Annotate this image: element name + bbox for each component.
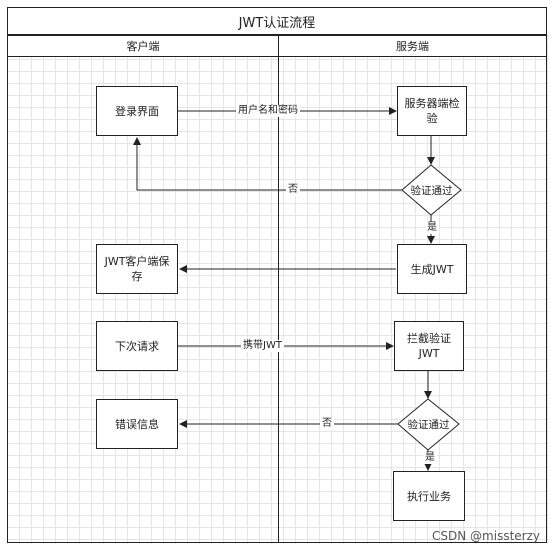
edge-label-yes1: 是: [425, 222, 439, 234]
node-intercept: 拦截验证JWT: [394, 321, 464, 371]
diagram-title: JWT认证流程: [7, 7, 547, 35]
diamond-verify1-shape: [401, 164, 462, 216]
watermark: CSDN @missterzy: [432, 529, 540, 543]
lane-divider: [278, 57, 279, 543]
edge-label-yes2: 是: [423, 452, 437, 464]
diamond-verify2-shape: [397, 398, 460, 451]
node-login: 登录界面: [96, 86, 178, 136]
node-verify1: 验证通过: [410, 185, 453, 197]
node-client-save: JWT客户端保存: [96, 244, 178, 294]
node-verify2: 验证通过: [407, 419, 450, 431]
edge-label-no2: 否: [320, 418, 334, 430]
edge-verify1-no-to-login: [133, 137, 402, 191]
lane-header-client: 客户端: [7, 35, 279, 57]
lane-header-server: 服务端: [278, 35, 547, 57]
node-server-check: 服务器端检验: [397, 86, 467, 136]
edge-label-carry-jwt: 携带JWT: [241, 340, 284, 352]
edge-label-no1: 否: [286, 184, 300, 196]
node-next-request: 下次请求: [96, 321, 178, 371]
edge-label-user-pass: 用户名和密码: [236, 105, 300, 117]
node-exec: 执行业务: [393, 471, 465, 521]
node-error: 错误信息: [96, 399, 178, 449]
node-gen-jwt: 生成JWT: [397, 244, 467, 294]
